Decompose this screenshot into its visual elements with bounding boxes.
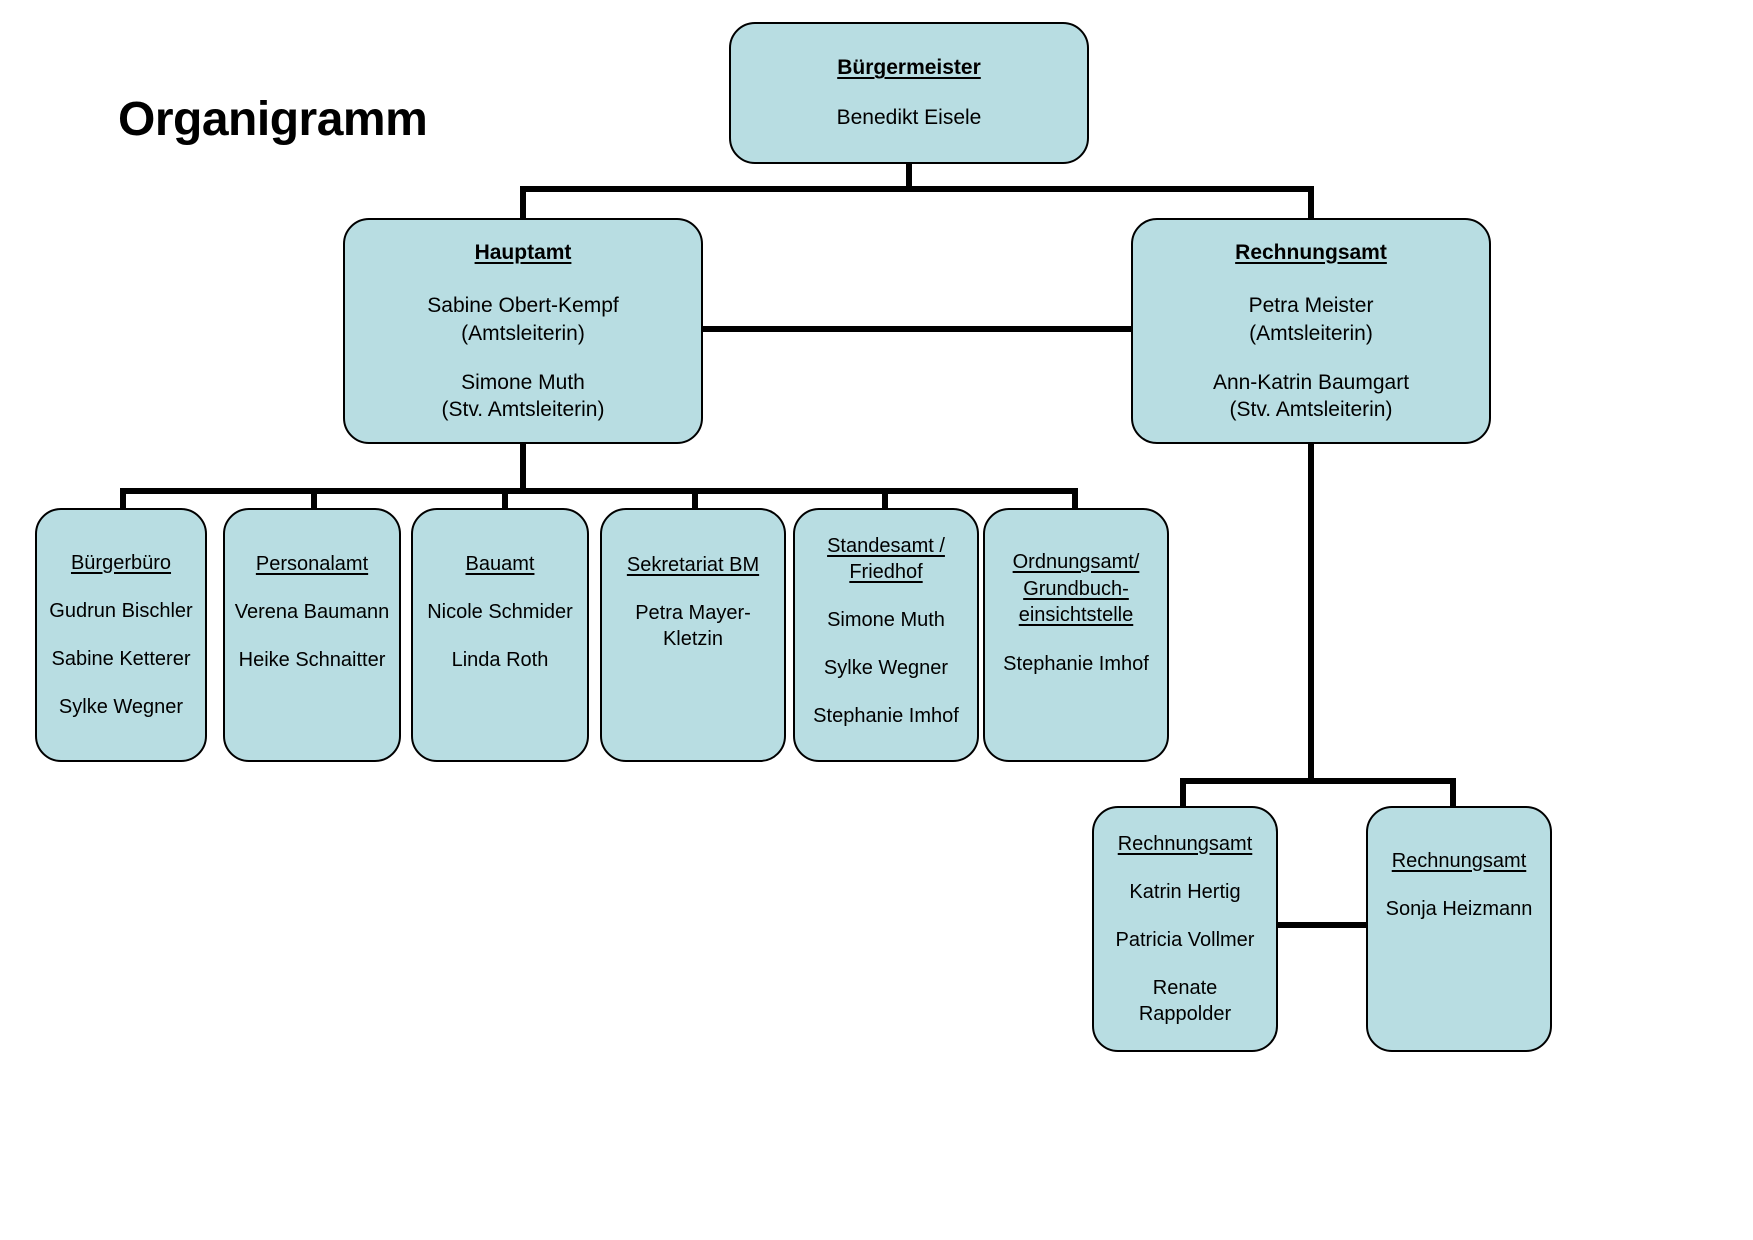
- node-rechnungsamt-team-2[interactable]: Rechnungsamt Sonja Heizmann: [1366, 806, 1552, 1052]
- node-buergerbuero-person-3: Sylke Wegner: [58, 696, 184, 719]
- connector-to-buergerbuero: [120, 488, 126, 510]
- node-rechnungsamt-team-1-person-2: Patricia Vollmer: [1115, 929, 1255, 952]
- node-rechnungsamt[interactable]: Rechnungsamt Petra Meister (Amtsleiterin…: [1131, 218, 1491, 444]
- connector-root-stem: [906, 163, 912, 191]
- node-buergermeister-person-1: Benedikt Eisele: [836, 106, 982, 130]
- node-rechnungsamt-person-2: Ann-Katrin Baumgart: [1212, 370, 1410, 394]
- connector-to-standesamt: [882, 488, 888, 510]
- node-hauptamt-role-1: (Amtsleiterin): [461, 321, 585, 345]
- connector-rechnungsamt-stem: [1308, 443, 1314, 781]
- node-hauptamt-role-2: (Stv. Amtsleiterin): [441, 398, 605, 422]
- node-hauptamt[interactable]: Hauptamt Sabine Obert-Kempf (Amtsleiteri…: [343, 218, 703, 444]
- connector-to-rechnungsamt-team-2: [1450, 778, 1456, 808]
- node-hauptamt-header: Hauptamt: [474, 240, 572, 264]
- node-rechnungsamt-header: Rechnungsamt: [1235, 240, 1387, 264]
- connector-to-rechnungsamt: [1308, 186, 1314, 220]
- page-title: Organigramm: [118, 93, 428, 146]
- connector-to-ordnungsamt: [1072, 488, 1078, 510]
- node-rechnungsamt-team-1-person-3-line-1: Renate: [1152, 977, 1218, 1000]
- node-rechnungsamt-role-1: (Amtsleiterin): [1249, 321, 1373, 345]
- node-hauptamt-person-1: Sabine Obert-Kempf: [427, 294, 619, 318]
- node-personalamt[interactable]: Personalamt Verena Baumann Heike Schnait…: [223, 508, 401, 762]
- connector-hauptamt-stem: [520, 443, 526, 491]
- node-personalamt-person-1: Verena Baumann: [234, 601, 390, 624]
- node-rechnungsamt-team-1-person-1: Katrin Hertig: [1129, 881, 1241, 904]
- connector-to-personalamt: [311, 488, 317, 510]
- node-bauamt[interactable]: Bauamt Nicole Schmider Linda Roth: [411, 508, 589, 762]
- node-personalamt-person-2: Heike Schnaitter: [238, 649, 386, 672]
- node-rechnungsamt-team-2-person-1: Sonja Heizmann: [1385, 898, 1533, 921]
- node-buergerbuero-person-1: Gudrun Bischler: [49, 600, 193, 623]
- node-rechnungsamt-team-2-header: Rechnungsamt: [1391, 849, 1527, 872]
- node-ordnungsamt-header-line-3: einsichtstelle: [1018, 604, 1134, 627]
- node-standesamt-header-line-1: Standesamt /: [827, 534, 945, 557]
- node-ordnungsamt-header-line-1: Ordnungsamt/: [1012, 551, 1140, 574]
- connector-to-bauamt: [502, 488, 508, 510]
- node-standesamt-friedhof[interactable]: Standesamt / Friedhof Simone Muth Sylke …: [793, 508, 979, 762]
- node-ordnungsamt-grundbuch[interactable]: Ordnungsamt/ Grundbuch- einsichtstelle S…: [983, 508, 1169, 762]
- node-bauamt-person-2: Linda Roth: [451, 649, 549, 672]
- node-hauptamt-person-2: Simone Muth: [461, 370, 585, 394]
- node-buergerbuero-person-2: Sabine Ketterer: [51, 648, 191, 671]
- node-bauamt-header: Bauamt: [465, 552, 535, 575]
- node-sekretariat-bm[interactable]: Sekretariat BM Petra Mayer- Kletzin: [600, 508, 786, 762]
- connector-root-bar: [520, 186, 1314, 192]
- node-rechnungsamt-team-1[interactable]: Rechnungsamt Katrin Hertig Patricia Voll…: [1092, 806, 1278, 1052]
- connector-to-sekretariat: [692, 488, 698, 510]
- node-buergermeister[interactable]: Bürgermeister Benedikt Eisele: [729, 22, 1089, 164]
- node-rechnungsamt-person-1: Petra Meister: [1248, 294, 1374, 318]
- node-buergerbuero-header: Bürgerbüro: [70, 551, 172, 574]
- node-bauamt-person-1: Nicole Schmider: [427, 601, 573, 624]
- node-standesamt-person-1: Simone Muth: [827, 609, 945, 632]
- node-rechnungsamt-role-2: (Stv. Amtsleiterin): [1229, 398, 1393, 422]
- node-buergermeister-header: Bürgermeister: [837, 56, 981, 80]
- node-rechnungsamt-team-1-person-3-line-2: Rappolder: [1138, 1003, 1232, 1026]
- node-buergerbuero[interactable]: Bürgerbüro Gudrun Bischler Sabine Ketter…: [35, 508, 207, 762]
- node-sekretariat-bm-person-1-line-2: Kletzin: [662, 628, 723, 651]
- node-standesamt-person-3: Stephanie Imhof: [813, 705, 959, 728]
- node-standesamt-header-line-2: Friedhof: [849, 561, 923, 583]
- node-standesamt-person-2: Sylke Wegner: [823, 657, 949, 680]
- node-ordnungsamt-person-1: Stephanie Imhof: [1003, 652, 1149, 675]
- node-personalamt-header: Personalamt: [255, 552, 369, 575]
- node-sekretariat-bm-header: Sekretariat BM: [626, 553, 760, 576]
- node-ordnungsamt-header-line-2: Grundbuch-: [1023, 577, 1129, 600]
- node-sekretariat-bm-person-1-line-1: Petra Mayer-: [635, 602, 751, 625]
- connector-rechnungsamt-bar: [1180, 778, 1456, 784]
- connector-hauptamt-rechnungsamt: [703, 326, 1135, 332]
- connector-to-hauptamt: [520, 186, 526, 220]
- connector-hauptamt-bar: [120, 488, 1078, 494]
- connector-to-rechnungsamt-team-1: [1180, 778, 1186, 808]
- node-rechnungsamt-team-1-header: Rechnungsamt: [1117, 832, 1253, 855]
- connector-rechnungsamt-teams-link: [1272, 922, 1372, 928]
